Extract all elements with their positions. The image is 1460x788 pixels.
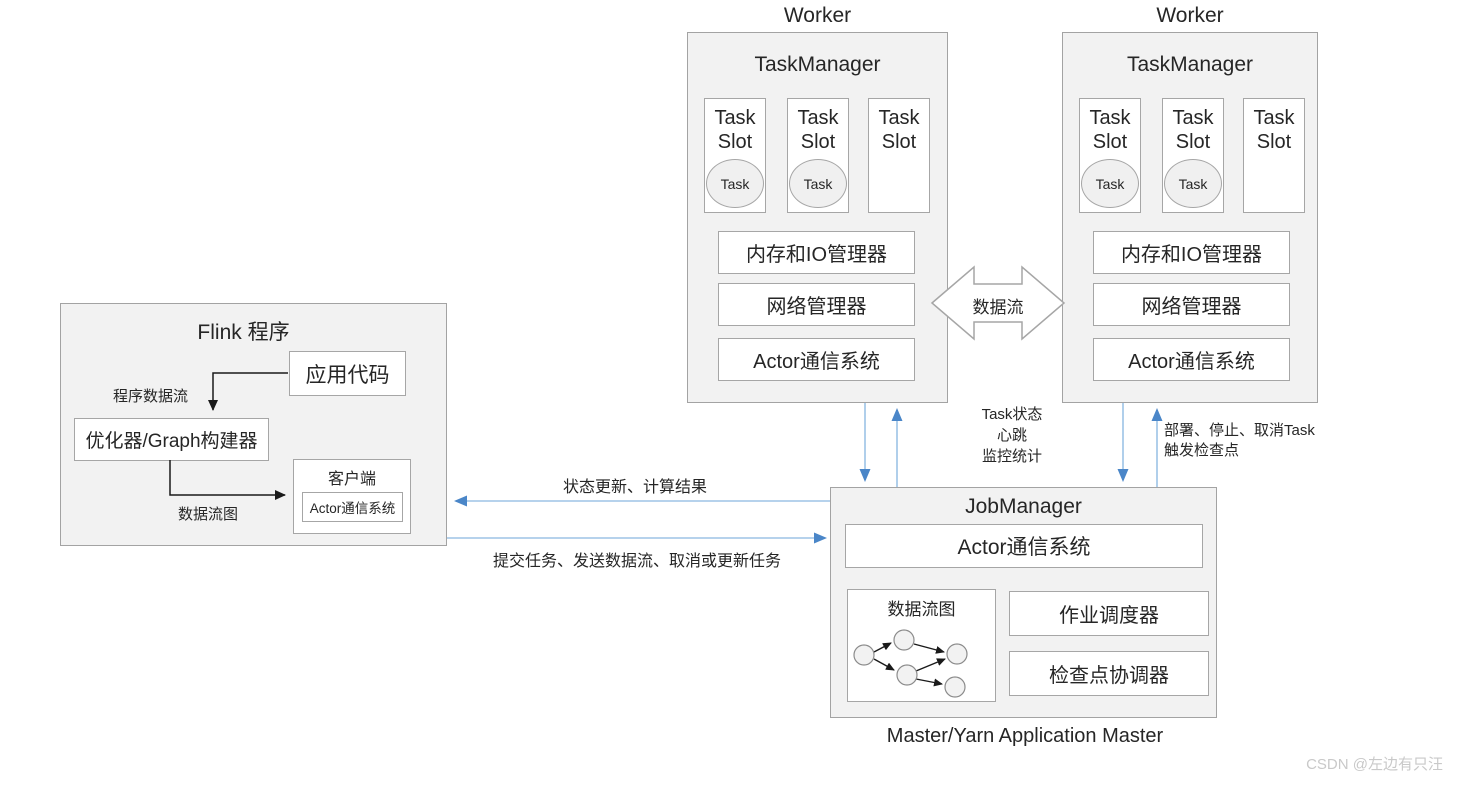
task-slot-label: Task Slot [797,107,839,153]
task-slot: Task Slot Task [1079,98,1141,213]
submit-job-label: 提交任务、发送数据流、取消或更新任务 [492,553,781,570]
client-box: 客户端 Actor通信系统 [293,459,411,534]
jobmanager-panel: JobManager Actor通信系统 数据流图 [830,487,1217,718]
task-slot: Task Slot [1243,98,1305,213]
taskmanager-title: TaskManager [754,53,881,76]
trigger-checkpoint-line: 触发检查点 [1164,442,1240,459]
memory-io-manager-box: 内存和IO管理器 [1093,231,1290,274]
client-title: 客户端 [327,471,376,488]
network-manager-box: 网络管理器 [1093,283,1290,326]
status-update-label: 状态更新、计算结果 [562,479,707,496]
dag-graphic [853,629,968,698]
task-slot: Task Slot Task [787,98,849,213]
job-scheduler-box: 作业调度器 [1009,591,1209,636]
program-dataflow-label: 程序数据流 [113,388,189,405]
optimizer-box: 优化器/Graph构建器 [74,418,269,461]
checkpoint-coordinator-box: 检查点协调器 [1009,651,1209,696]
task-slot: Task Slot Task [1162,98,1224,213]
deploy-line: 部署、停止、取消Task [1164,422,1315,439]
watermark: CSDN @左边有只汪 [1306,756,1443,773]
flink-program-title: Flink 程序 [197,321,290,344]
jobmanager-title: JobManager [965,495,1082,518]
jobmanager-actor-box: Actor通信系统 [845,524,1203,568]
master-caption: Master/Yarn Application Master [886,725,1164,747]
worker-title: Worker [1156,4,1224,27]
worker-title: Worker [783,4,852,27]
dataflow-graph-label: 数据流图 [178,506,239,523]
deploy-label: 部署、停止、取消Task 触发检查点 [1164,421,1315,461]
dataflow-link-label: 数据流 [972,298,1024,317]
task-label: Task [720,175,750,192]
actor-system-box: Actor通信系统 [718,338,915,381]
task-circle: Task [1164,159,1222,208]
taskmanager-title: TaskManager [1126,53,1254,76]
task-slot: Task Slot [868,98,930,213]
task-circle: Task [789,159,847,208]
dataflow-graph-title: 数据流图 [887,600,956,619]
client-actor-box: Actor通信系统 [302,492,403,522]
task-slot-label: Task Slot [1089,107,1131,153]
task-slot: Task Slot Task [704,98,766,213]
task-slot-label: Task Slot [714,107,756,153]
task-status-line: Task状态 [981,406,1043,423]
task-label: Task [1178,175,1208,192]
task-circle: Task [706,159,764,208]
task-label: Task [803,175,833,192]
worker-panel-2: TaskManager Task Slot Task Task Slot Tas… [1062,32,1318,403]
task-slot-label: Task Slot [878,107,920,153]
task-label: Task [1095,175,1125,192]
heartbeat-line: 心跳 [996,427,1027,444]
task-circle: Task [1081,159,1139,208]
task-slot-label: Task Slot [1253,107,1295,153]
task-status-label: Task状态 心跳 监控统计 [952,404,1072,467]
monitor-stats-line: 监控统计 [981,448,1042,465]
worker-panel-1: TaskManager Task Slot Task Task Slot Tas… [687,32,948,403]
dataflow-graph-box: 数据流图 [847,589,996,702]
memory-io-manager-box: 内存和IO管理器 [718,231,915,274]
task-slot-label: Task Slot [1172,107,1214,153]
network-manager-box: 网络管理器 [718,283,915,326]
actor-system-box: Actor通信系统 [1093,338,1290,381]
flink-program-panel: Flink 程序 应用代码 程序数据流 优化器/Graph构建器 数据流图 客户… [60,303,447,546]
app-code-box: 应用代码 [289,351,406,396]
